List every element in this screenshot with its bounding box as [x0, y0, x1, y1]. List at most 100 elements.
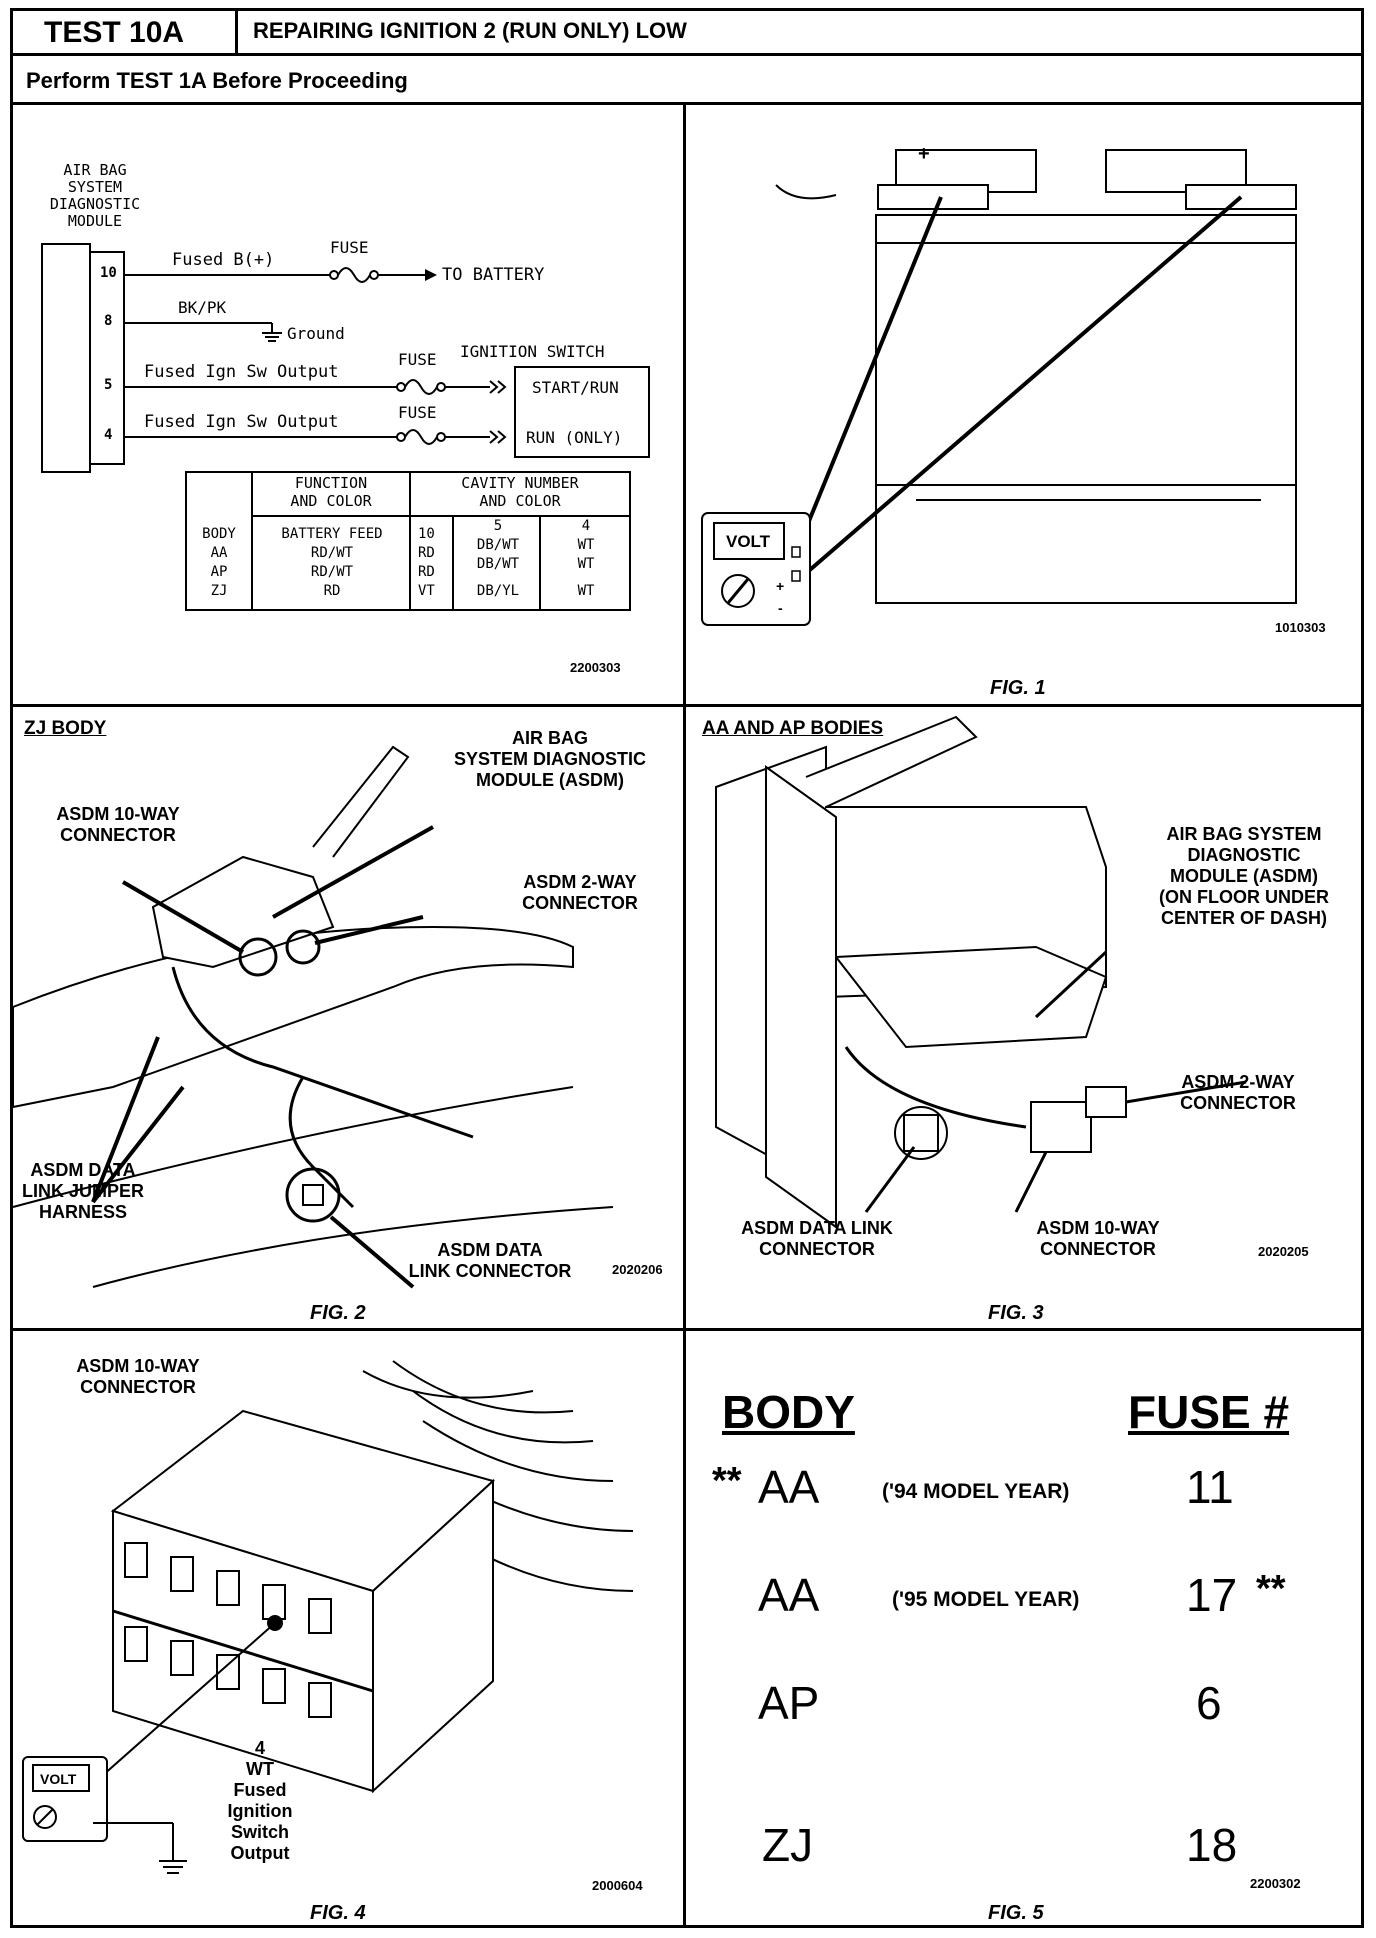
- wire-label-4: Fused Ign Sw Output: [144, 412, 339, 432]
- label-line: ASDM 10-WAY: [76, 1356, 200, 1376]
- fig4-code: 2000604: [592, 1878, 643, 1893]
- pin-10: 10: [100, 265, 117, 281]
- fig1-caption: FIG. 1: [990, 677, 1046, 699]
- table-cell: RD: [323, 583, 341, 599]
- table-head-line: CAVITY NUMBER: [461, 474, 579, 492]
- fig2-2way-label: ASDM 2-WAY CONNECTOR: [500, 872, 660, 914]
- connector-arrow-icon: [489, 430, 507, 444]
- start-run-label: START/RUN: [532, 378, 619, 397]
- fig5-caption: FIG. 5: [988, 1902, 1044, 1924]
- fig2-link-label: ASDM DATA LINK CONNECTOR: [390, 1240, 590, 1282]
- fig3-link-label: ASDM DATA LINK CONNECTOR: [722, 1218, 912, 1260]
- table-cell: BATTERY FEED: [281, 526, 383, 542]
- battery-illustration: +: [701, 143, 1297, 626]
- label-line: CONNECTOR: [80, 1377, 196, 1397]
- label-line: CONNECTOR: [60, 825, 176, 845]
- label-line: 4: [254, 1738, 265, 1758]
- label-line: SYSTEM DIAGNOSTIC: [453, 749, 646, 769]
- page-frame: [10, 8, 1364, 1928]
- fig2-jumper-label: ASDM DATA LINK JUMPER HARNESS: [18, 1160, 148, 1223]
- fig5-head-body: BODY: [722, 1386, 855, 1438]
- fuse-row-number: 11: [1186, 1461, 1234, 1513]
- pin-4: 4: [104, 427, 113, 443]
- label-line: CONNECTOR: [1180, 1093, 1296, 1113]
- label-line: MODULE (ASDM): [476, 770, 624, 790]
- table-head-line: FUNCTION: [294, 474, 368, 492]
- label-line: AIR BAG: [512, 728, 588, 748]
- battery-case: [875, 242, 1297, 604]
- module-block: [41, 243, 91, 473]
- fig3-asdm-label: AIR BAG SYSTEM DIAGNOSTIC MODULE (ASDM) …: [1144, 824, 1344, 929]
- table-cell: DB/YL: [476, 583, 520, 599]
- label-line: CONNECTOR: [759, 1239, 875, 1259]
- table-cell: RD: [418, 564, 435, 580]
- table-cell: 5: [493, 518, 503, 534]
- ignition-switch-label: IGNITION SWITCH: [460, 342, 605, 361]
- test-id: TEST 10A: [44, 16, 185, 49]
- fuse-label: FUSE: [330, 238, 369, 257]
- fuse-row-number: 18: [1186, 1819, 1238, 1871]
- fuse-row-suffix: **: [1256, 1568, 1286, 1610]
- module-label: AIR BAG SYSTEM DIAGNOSTIC MODULE: [40, 162, 150, 230]
- table-cell: WT: [577, 537, 595, 553]
- fig3-title: AA AND AP BODIES: [702, 718, 884, 739]
- label-line: (ON FLOOR UNDER: [1159, 887, 1329, 907]
- wire-label-5: Fused Ign Sw Output: [144, 362, 339, 382]
- fig3-2way-label: ASDM 2-WAY CONNECTOR: [1158, 1072, 1318, 1114]
- arrow-icon: [425, 269, 437, 281]
- table-cell: RD/WT: [310, 564, 354, 580]
- 2-way-connector: [1085, 1086, 1127, 1118]
- fuse-row-prefix: **: [712, 1460, 742, 1502]
- svg-text:+: +: [918, 143, 930, 165]
- fig2-title: ZJ BODY: [24, 718, 107, 739]
- to-battery-label: TO BATTERY: [442, 265, 545, 285]
- fig2-10way-label: ASDM 10-WAY CONNECTOR: [38, 804, 198, 846]
- connector-callout: [285, 1167, 341, 1223]
- label-line: ASDM 10-WAY: [1036, 1218, 1160, 1238]
- fig4-pin-label: 4 WT Fused Ignition Switch Output: [200, 1738, 320, 1864]
- fig4-caption: FIG. 4: [310, 1902, 366, 1924]
- fuse-row-note: ('94 MODEL YEAR): [882, 1480, 1070, 1503]
- table-cell: BODY: [202, 526, 236, 542]
- connector-illustration: [22, 1360, 634, 1874]
- zj-body-illustration: [12, 745, 614, 1289]
- test-title: REPAIRING IGNITION 2 (RUN ONLY) LOW: [253, 18, 687, 43]
- pin-5: 5: [104, 377, 113, 393]
- ground-label: Ground: [287, 324, 345, 343]
- meter-minus: -: [778, 600, 783, 616]
- fuse-row-number: 17: [1186, 1569, 1238, 1621]
- label-line: Switch Output: [230, 1822, 290, 1863]
- ignition-switch-box: [514, 366, 650, 458]
- label-line: WT: [246, 1759, 274, 1779]
- divider-header-id: [235, 8, 238, 55]
- divider-subheader: [10, 102, 1364, 105]
- divider-row-2: [10, 1328, 1364, 1331]
- label-line: ASDM DATA LINK: [741, 1218, 893, 1238]
- fig3-code: 2020205: [1258, 1244, 1309, 1259]
- table-cell: ZJ: [210, 583, 228, 599]
- fig2-code: 2020206: [612, 1262, 663, 1277]
- label-line: CONNECTOR: [1040, 1239, 1156, 1259]
- aa-ap-body-illustration: [715, 715, 1247, 1229]
- fuse-icon: [337, 267, 371, 283]
- divider-row-1: [10, 704, 1364, 707]
- table-cell: 10: [418, 526, 435, 542]
- label-line: MODULE (ASDM): [1170, 866, 1318, 886]
- schematic-code: 2200303: [570, 660, 621, 675]
- label-line: Fused Ignition: [227, 1780, 293, 1821]
- label-line: ASDM 2-WAY: [523, 872, 637, 892]
- fuse-icon: [404, 429, 438, 445]
- label-line: ASDM 10-WAY: [56, 804, 180, 824]
- fuse-row-body: AA: [758, 1569, 820, 1621]
- fig2-caption: FIG. 2: [310, 1302, 366, 1324]
- label-line: HARNESS: [38, 1202, 127, 1222]
- table-cell: 4: [581, 518, 591, 534]
- module-connector: [89, 251, 125, 465]
- fig2-asdm-label: AIR BAG SYSTEM DIAGNOSTIC MODULE (ASDM): [420, 728, 680, 791]
- module-label-line: MODULE: [67, 212, 123, 230]
- fuse-icon: [404, 379, 438, 395]
- table-head-line: AND COLOR: [479, 492, 561, 510]
- table-cell: WT: [577, 583, 595, 599]
- label-line: AIR BAG SYSTEM: [1166, 824, 1322, 844]
- label-line: ASDM DATA: [30, 1160, 136, 1180]
